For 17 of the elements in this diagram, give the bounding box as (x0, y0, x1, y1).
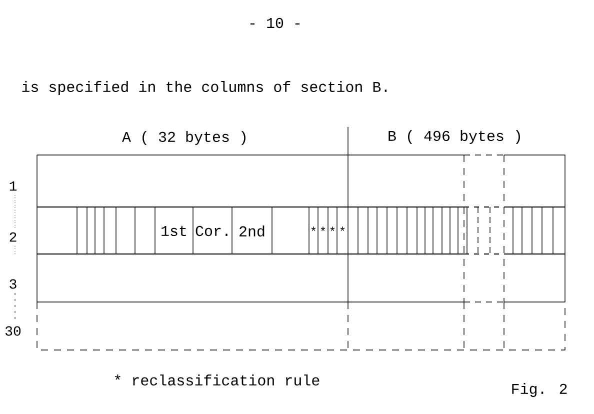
row-number: 2 (10, 232, 16, 242)
cell-text: * (340, 226, 345, 231)
page-number: - 10 - (250, 18, 300, 28)
column-heading: A ( 32 bytes ) (122, 131, 246, 145)
cell-text: * (330, 226, 335, 231)
row-number: 3 (10, 279, 16, 289)
cell-text: * (311, 226, 316, 231)
cell-text: 1st (162, 226, 186, 236)
cell-text: Cor. (196, 226, 228, 236)
footnote: * reclassification rule (115, 374, 320, 386)
cell-text: * (320, 226, 326, 231)
figure-caption: Fig. 2 (512, 383, 567, 397)
column-heading: B ( 496 bytes ) (388, 130, 520, 144)
body-text: is specified in the columns of section B. (22, 81, 387, 95)
cell-text: 2nd (240, 225, 264, 237)
row-number: 1 (10, 181, 17, 191)
row-number: 30 (5, 326, 21, 336)
